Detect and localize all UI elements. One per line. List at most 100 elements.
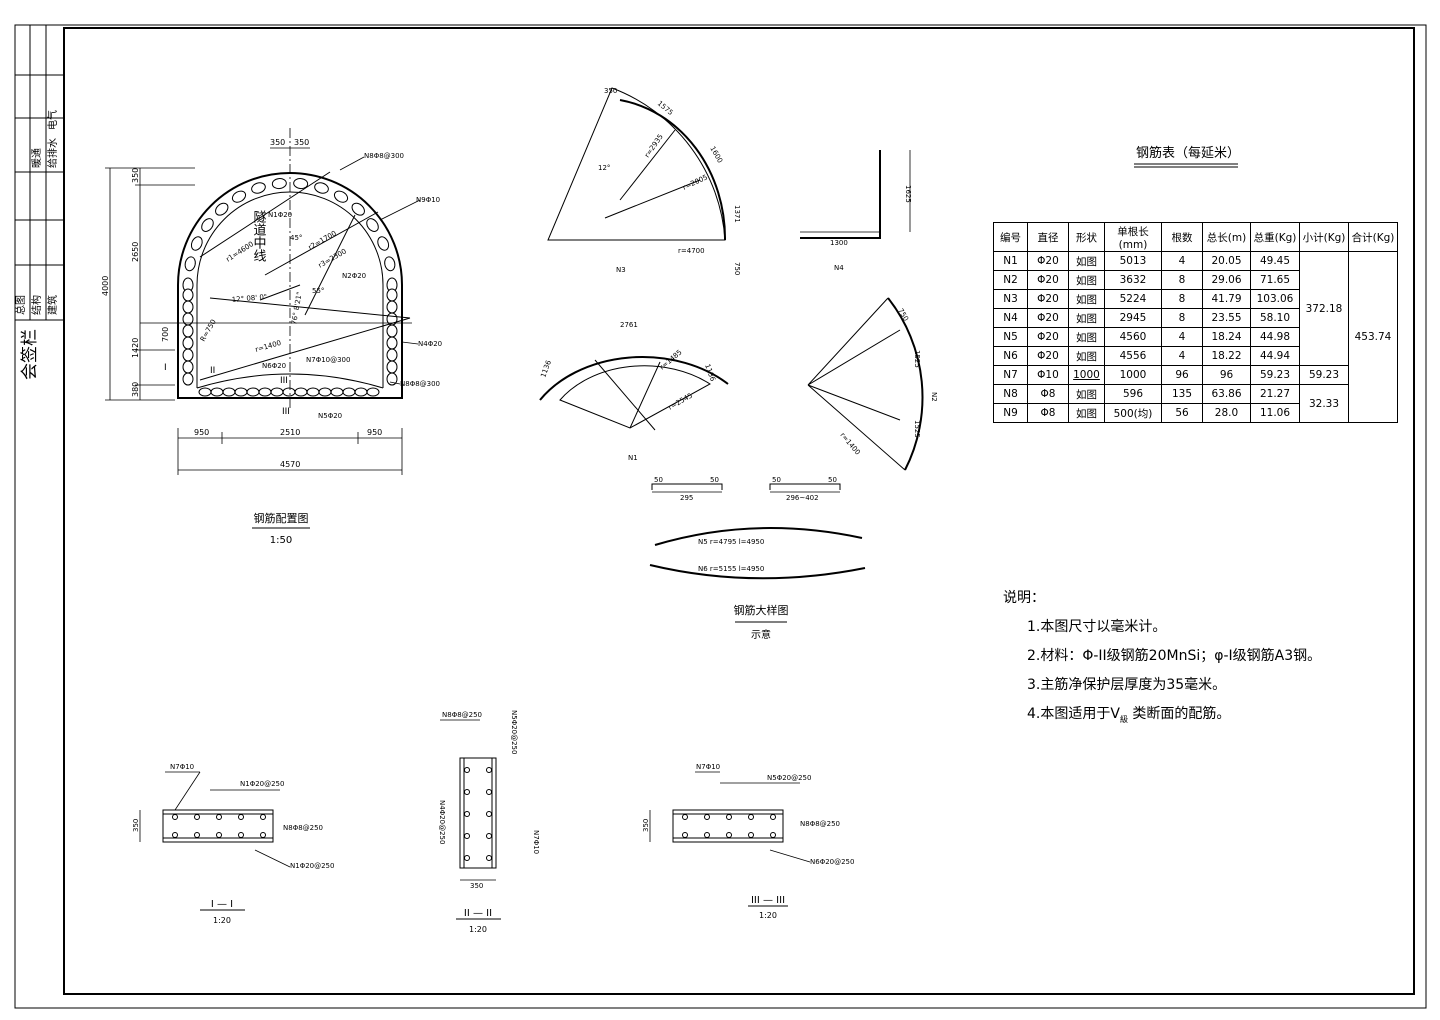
cell: N9 bbox=[993, 403, 1028, 423]
lining-stone bbox=[386, 324, 398, 338]
section-2-label-1: N8Φ8@250 bbox=[442, 711, 482, 719]
n6-dim-c: 50 bbox=[828, 476, 837, 484]
cell: Φ20 bbox=[1027, 289, 1069, 309]
n2-dim-1525a: 1525 bbox=[913, 350, 921, 368]
section-1-title: I — I bbox=[211, 899, 233, 910]
cell: 4560 bbox=[1104, 327, 1162, 347]
note-1: 1.本图尺寸以毫米计。 bbox=[1027, 619, 1167, 635]
label-ang1: 12° 08' 0" bbox=[231, 293, 267, 304]
n3-dim-350: 350 bbox=[604, 87, 617, 95]
dim-2510: 2510 bbox=[280, 428, 300, 437]
col-header-total-weight: 总重(Kg) bbox=[1250, 222, 1300, 252]
cell: 18.22 bbox=[1202, 346, 1251, 366]
lining-stone bbox=[384, 256, 396, 272]
radius-line-2 bbox=[264, 211, 379, 276]
cell: 28.0 bbox=[1202, 403, 1251, 423]
section-3-scale: 1:20 bbox=[759, 911, 777, 920]
rebar-dot bbox=[486, 789, 492, 795]
cell: 如图 bbox=[1068, 403, 1105, 423]
section-2-scale: 1:20 bbox=[469, 925, 487, 934]
col-header-subtotal: 小计(Kg) bbox=[1299, 222, 1349, 252]
rebar-dot bbox=[486, 855, 492, 861]
rebar-dot bbox=[260, 832, 266, 838]
n1-dim-1136-right: 1136 bbox=[703, 363, 717, 383]
rebar-dot bbox=[770, 814, 776, 820]
cell: 如图 bbox=[1068, 384, 1105, 404]
cell: 56 bbox=[1161, 403, 1203, 423]
cell: Φ10 bbox=[1027, 365, 1069, 385]
cell: 500(均) bbox=[1104, 403, 1162, 423]
section-3-rect bbox=[672, 809, 784, 843]
rebar-dot bbox=[464, 855, 470, 861]
n2-dim-750: 750 bbox=[896, 307, 910, 323]
n6-shape bbox=[769, 483, 841, 490]
label-n8-top: N8Φ8@300 bbox=[364, 152, 404, 160]
cell: 8 bbox=[1161, 289, 1203, 309]
label-r4: r=1400 bbox=[254, 339, 282, 354]
cell: Φ20 bbox=[1027, 270, 1069, 290]
n3-r1: r=4700 bbox=[678, 247, 705, 255]
n5-dim-a: 50 bbox=[654, 476, 663, 484]
dim-950-right: 950 bbox=[367, 428, 382, 437]
n3-dim-750: 750 bbox=[733, 262, 741, 275]
n6-dim-b: 296~402 bbox=[786, 494, 819, 502]
detail-subtitle: 示意 bbox=[751, 628, 771, 641]
label-ang3: 45° bbox=[290, 234, 302, 242]
section-mark-1: I bbox=[164, 363, 167, 373]
main-drawing-title: 钢筋配置图 bbox=[254, 511, 309, 525]
note-4-a: 4.本图适用于V bbox=[1027, 706, 1120, 722]
n3-r2: r=2935 bbox=[643, 133, 665, 159]
dim-4000: 4000 bbox=[101, 276, 110, 296]
cell: N1 bbox=[993, 251, 1028, 271]
n2-dim-1525b: 1525 bbox=[913, 420, 921, 438]
rebar-dot bbox=[464, 767, 470, 773]
lining-stone bbox=[354, 387, 368, 397]
outer-border bbox=[14, 24, 1427, 1009]
section-1-rect bbox=[162, 809, 274, 843]
col-header-total-length: 总长(m) bbox=[1202, 222, 1251, 252]
lining-stone bbox=[270, 387, 284, 397]
n3-r3: r=2005 bbox=[681, 173, 708, 191]
radius-line-1 bbox=[199, 171, 331, 258]
n5-dim-c: 50 bbox=[710, 476, 719, 484]
cell: 49.45 bbox=[1250, 251, 1300, 271]
cell: 44.94 bbox=[1250, 346, 1300, 366]
lining-stone bbox=[251, 182, 266, 194]
n2-label: N2 bbox=[930, 392, 938, 402]
lining-stones bbox=[182, 178, 398, 397]
cell: 1000 bbox=[1104, 365, 1162, 385]
section-2-label-2: N5Φ20@250 bbox=[510, 710, 518, 754]
lining-stone bbox=[330, 387, 344, 397]
cell: 5224 bbox=[1104, 289, 1162, 309]
n1-dim-2761: 2761 bbox=[620, 321, 638, 329]
cell: 如图 bbox=[1068, 289, 1105, 309]
cell: 96 bbox=[1202, 365, 1251, 385]
col-header-length: 单根长(mm) bbox=[1104, 222, 1162, 252]
lining-stone bbox=[234, 387, 248, 397]
lining-stone bbox=[318, 387, 332, 397]
note-4-b: 类断面的配筋。 bbox=[1127, 706, 1231, 722]
cell: 11.06 bbox=[1250, 403, 1300, 423]
section-1-scale: 1:20 bbox=[213, 916, 231, 925]
rebar-table-title: 钢筋表（每延米） bbox=[1136, 145, 1240, 161]
col-header-total: 合计(Kg) bbox=[1348, 222, 1398, 252]
cell: Φ20 bbox=[1027, 308, 1069, 328]
cell: 18.24 bbox=[1202, 327, 1251, 347]
n5-dim-b: 295 bbox=[680, 494, 693, 502]
lining-stone bbox=[246, 387, 260, 397]
rebar-dot bbox=[194, 832, 200, 838]
note-3: 3.主筋净保护层厚度为35毫米。 bbox=[1027, 677, 1227, 693]
signoff-title: 会签栏 bbox=[20, 329, 40, 380]
n4-shape bbox=[800, 150, 881, 239]
section-mark-2: II bbox=[210, 366, 215, 376]
n2-bar bbox=[887, 297, 924, 471]
section-3-label-3: N8Φ8@250 bbox=[800, 820, 840, 828]
signoff-cell-4: 建筑 bbox=[46, 295, 59, 315]
lining-stone bbox=[182, 300, 194, 314]
lining-stone bbox=[210, 387, 224, 397]
lining-stone bbox=[182, 360, 194, 374]
lining-stone bbox=[190, 236, 203, 251]
cell: 如图 bbox=[1068, 251, 1105, 271]
dim-380: 380 bbox=[131, 382, 140, 397]
